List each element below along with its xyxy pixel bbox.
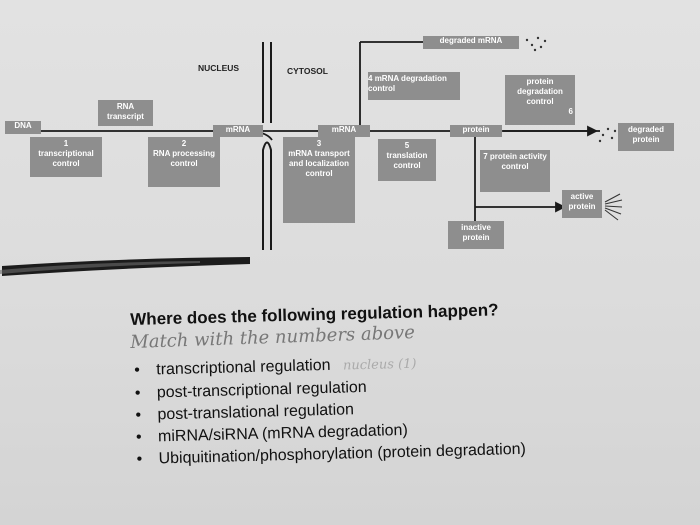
active-protein-box: active protein	[562, 190, 602, 218]
degraded-fragments	[525, 36, 617, 143]
cytosol-label: CYTOSOL	[287, 66, 328, 76]
control-2-label: RNA processing control	[153, 149, 215, 168]
control-3-label: mRNA transport and localization control	[288, 149, 350, 178]
control-1-box: 1 transcriptional control	[30, 137, 102, 177]
nucleus-label: NUCLEUS	[198, 63, 240, 73]
list-item-text: post-transcriptional regulation	[156, 378, 367, 402]
control-6-box: protein degradation control 6	[505, 75, 575, 125]
list-item-text: transcriptional regulation	[156, 356, 331, 379]
control-4-label: mRNA degradation control	[368, 74, 447, 93]
bullet: •	[135, 428, 142, 446]
list-item-text: post-translational regulation	[157, 401, 355, 424]
inactive-protein-box: inactive protein	[448, 221, 504, 249]
marker-smear	[0, 257, 250, 276]
control-5-number: 5	[404, 141, 410, 150]
handwritten-answer: nucleus (1)	[342, 356, 417, 374]
nuclear-membrane-bottom	[262, 141, 272, 250]
mrna-cytosol-box: mRNA	[318, 125, 370, 137]
control-4-box: 4 mRNA degradation control	[368, 72, 460, 100]
control-2-box: 2 RNA processing control	[148, 137, 220, 187]
mrna-nucleus-box: mRNA	[213, 125, 263, 137]
control-4-number: 4	[368, 74, 373, 83]
protein-activity-branch	[474, 137, 567, 222]
degraded-protein-box: degraded protein	[618, 123, 674, 151]
bullet: •	[134, 384, 141, 402]
control-1-number: 1	[63, 139, 69, 148]
rna-transcript-box: RNA transcript	[98, 100, 153, 126]
degraded-mrna-box: degraded mRNA	[423, 36, 519, 49]
control-1-label: transcriptional control	[38, 149, 94, 168]
active-protein-burst	[604, 193, 623, 221]
bullet: •	[136, 450, 143, 468]
bullet: •	[135, 406, 142, 424]
regulation-list: •transcriptional regulation nucleus (1) …	[134, 350, 526, 471]
control-7-label: protein activity control	[489, 152, 547, 171]
dna-box: DNA	[5, 121, 41, 134]
control-2-number: 2	[181, 139, 187, 148]
protein-box: protein	[450, 125, 502, 137]
control-5-box: 5 translation control	[378, 139, 436, 181]
control-3-box: 3 mRNA transport and localization contro…	[283, 137, 355, 223]
control-7-box: 7 protein activity control	[480, 150, 550, 192]
control-3-number: 3	[316, 139, 322, 148]
control-6-number: 6	[568, 107, 573, 116]
bullet: •	[134, 361, 141, 379]
control-5-label: translation control	[386, 151, 428, 170]
nuclear-membrane-top	[262, 42, 272, 123]
control-6-label: protein degradation control	[517, 77, 563, 106]
protein-degradation-branch	[503, 125, 599, 137]
control-7-number: 7	[483, 152, 488, 161]
